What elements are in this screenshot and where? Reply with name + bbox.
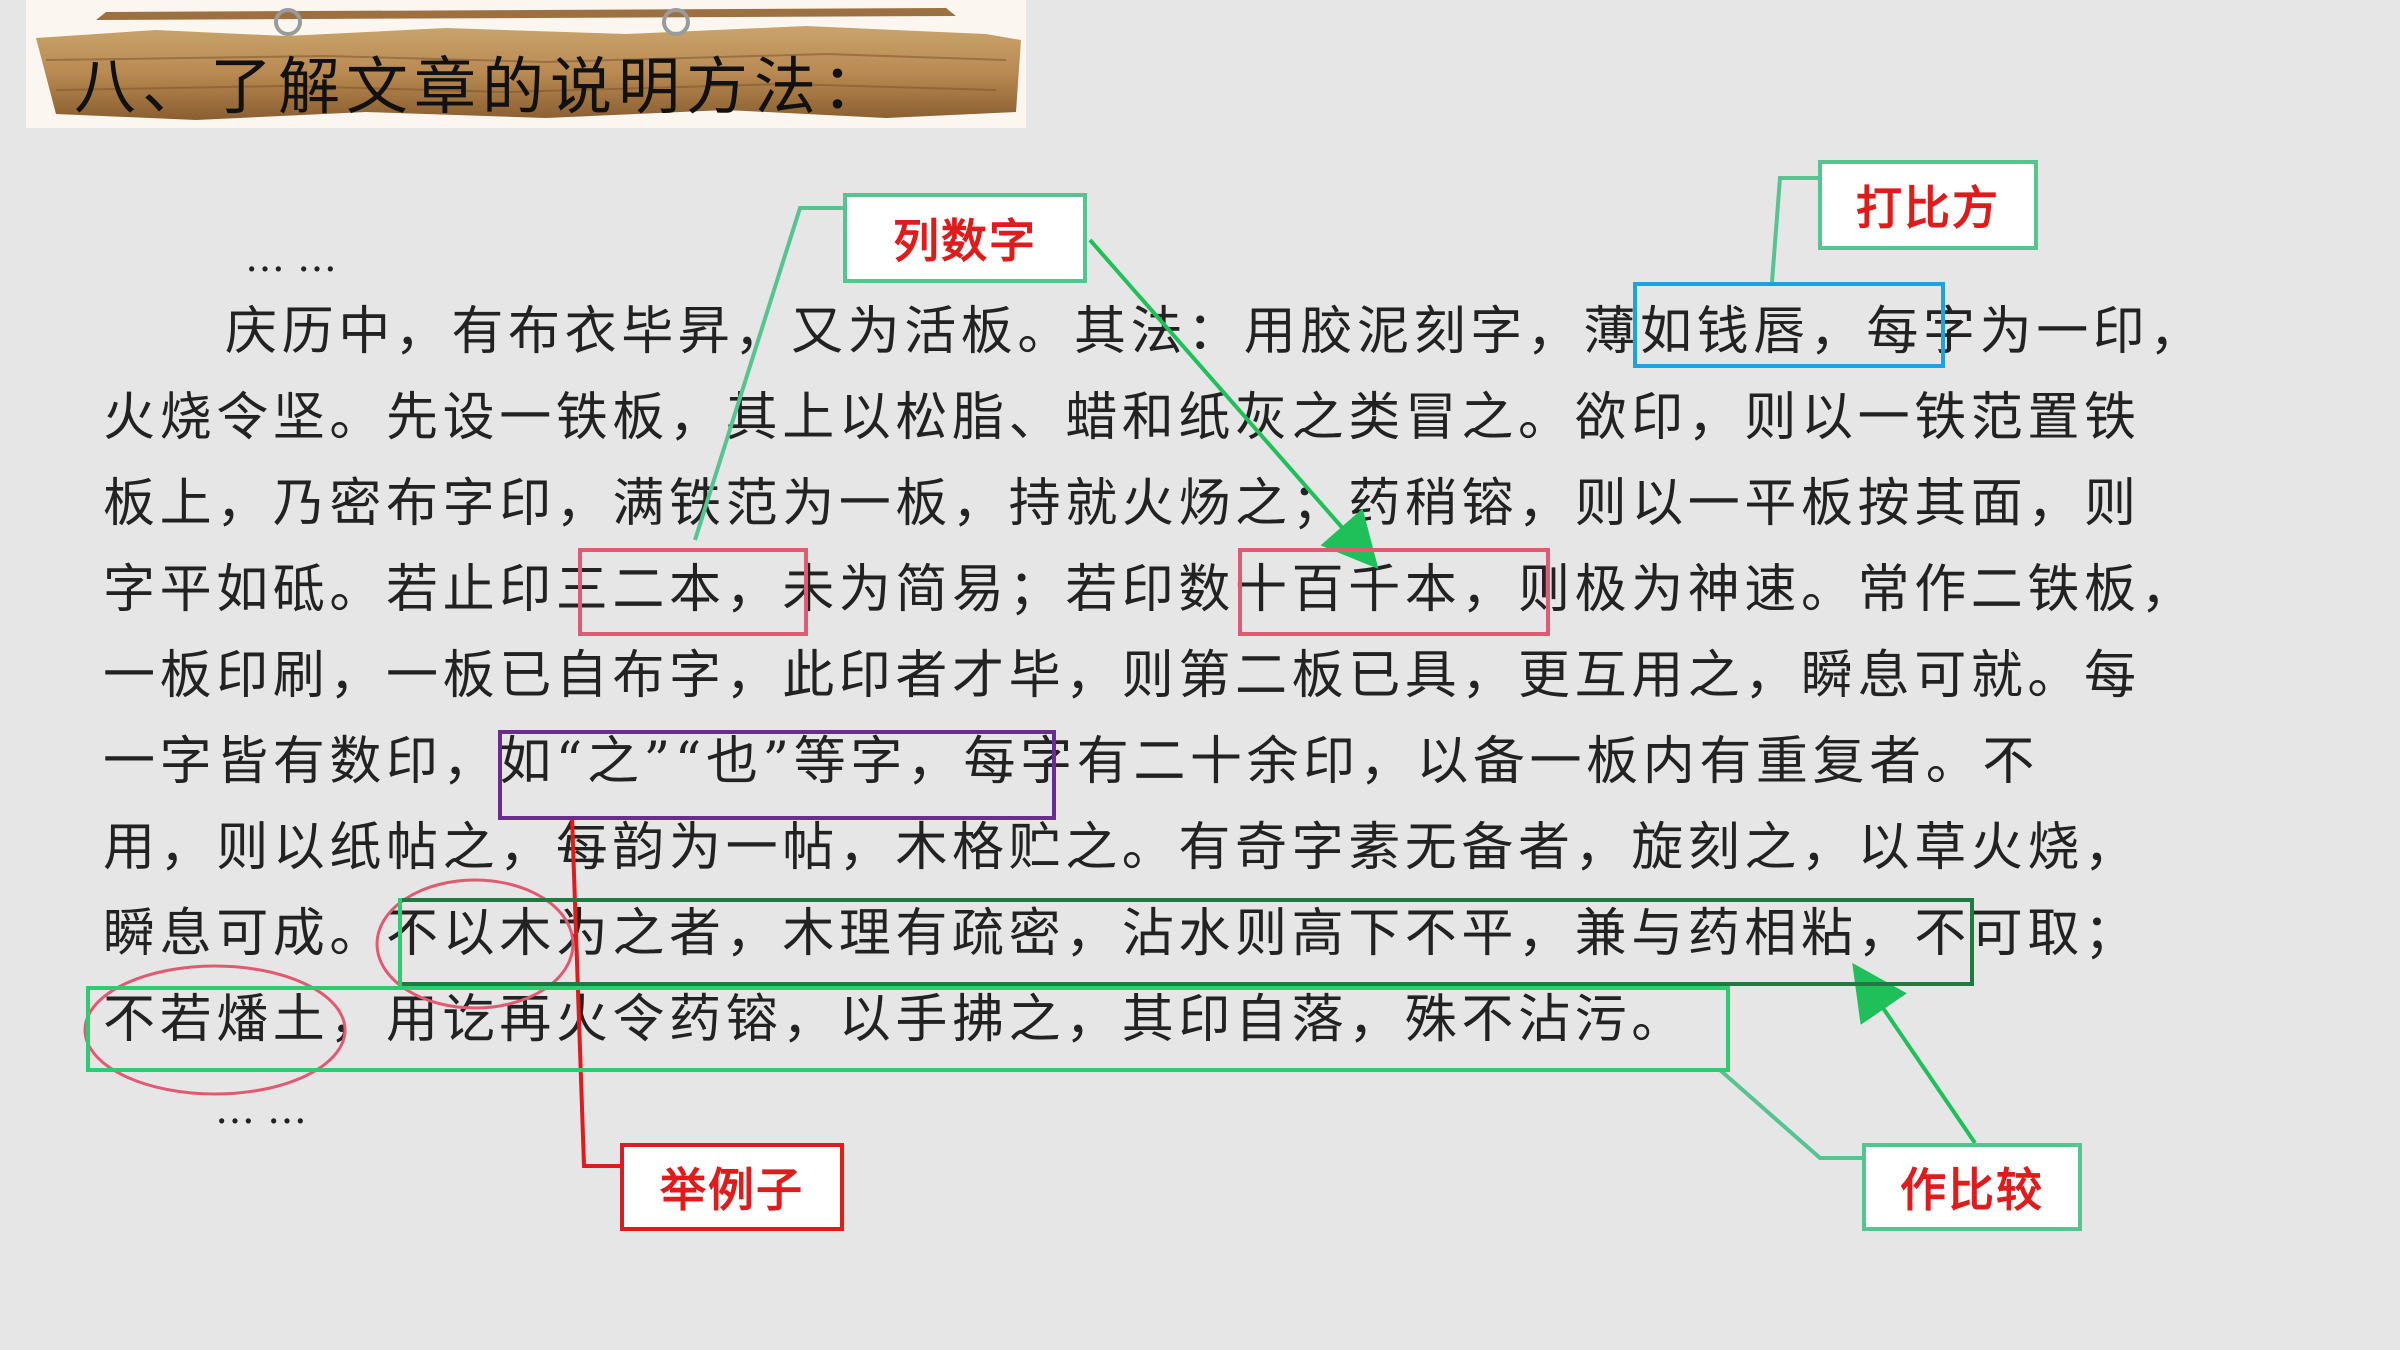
passage-line: 一板印刷，一板已自布字，此印者才毕，则第二板已具，更互用之，瞬息可就。每: [103, 646, 2141, 706]
connector-arrow: [1088, 238, 1379, 570]
label-list-numbers: 列数字: [843, 193, 1087, 283]
passage-line: 用，则以纸帖之，每韵为一帖，木格贮之。有奇字素无备者，旋刻之，以草火烧，: [103, 818, 2141, 878]
page-title: 八、了解文章的说明方法：: [74, 50, 891, 123]
label-comparison: 作比较: [1862, 1143, 2082, 1231]
passage-ellipsis-top: ……: [245, 235, 349, 281]
title-banner: 八、了解文章的说明方法：: [26, 0, 1026, 128]
highlight-box-numbers: [1238, 548, 1550, 636]
highlight-box-comparison: [398, 898, 1974, 986]
passage-line: 字平如砥。若止印三二本，未为简易；若印数十百千本，则极为神速。常作二铁板，: [103, 560, 2198, 620]
passage-line: 板上，乃密布字印，满铁范为一板，持就火炀之；药稍镕，则以一平板按其面，则: [103, 474, 2141, 534]
connector-line: [1770, 176, 1818, 283]
highlight-ellipse: [375, 878, 575, 1010]
highlight-box-example: [498, 730, 1056, 820]
highlight-ellipse: [83, 964, 347, 1096]
connector-line: [1718, 1068, 1862, 1160]
passage-line: 一字皆有数印，如“之”“也”等字，每字有二十余印，以备一板内有重复者。不: [103, 732, 2039, 792]
passage-line: 不若燔土，用讫再火令药镕，以手拂之，其印自落，殊不沾污。: [103, 990, 1688, 1050]
wood-plank-icon: [26, 0, 1026, 128]
connector-arrow: [1852, 962, 1977, 1145]
highlight-box-numbers: [578, 548, 808, 636]
passage-line: 瞬息可成。不以木为之者，木理有疏密，沾水则高下不平，兼与药相粘，不可取；: [103, 904, 2141, 964]
highlight-box-comparison: [86, 986, 1730, 1072]
label-analogy: 打比方: [1818, 160, 2038, 250]
connector-line: [693, 206, 843, 541]
highlight-box-connector: [398, 898, 402, 988]
passage-line: 庆历中，有布衣毕昇，又为活板。其法：用胶泥刻字，薄如钱唇，每字为一印，: [225, 302, 2207, 362]
highlight-box-analogy: [1633, 282, 1945, 368]
connector-line: [570, 815, 620, 1168]
label-example: 举例子: [620, 1143, 844, 1231]
passage-line: 火烧令坚。先设一铁板，其上以松脂、蜡和纸灰之类冒之。欲印，则以一铁范置铁: [103, 388, 2141, 448]
